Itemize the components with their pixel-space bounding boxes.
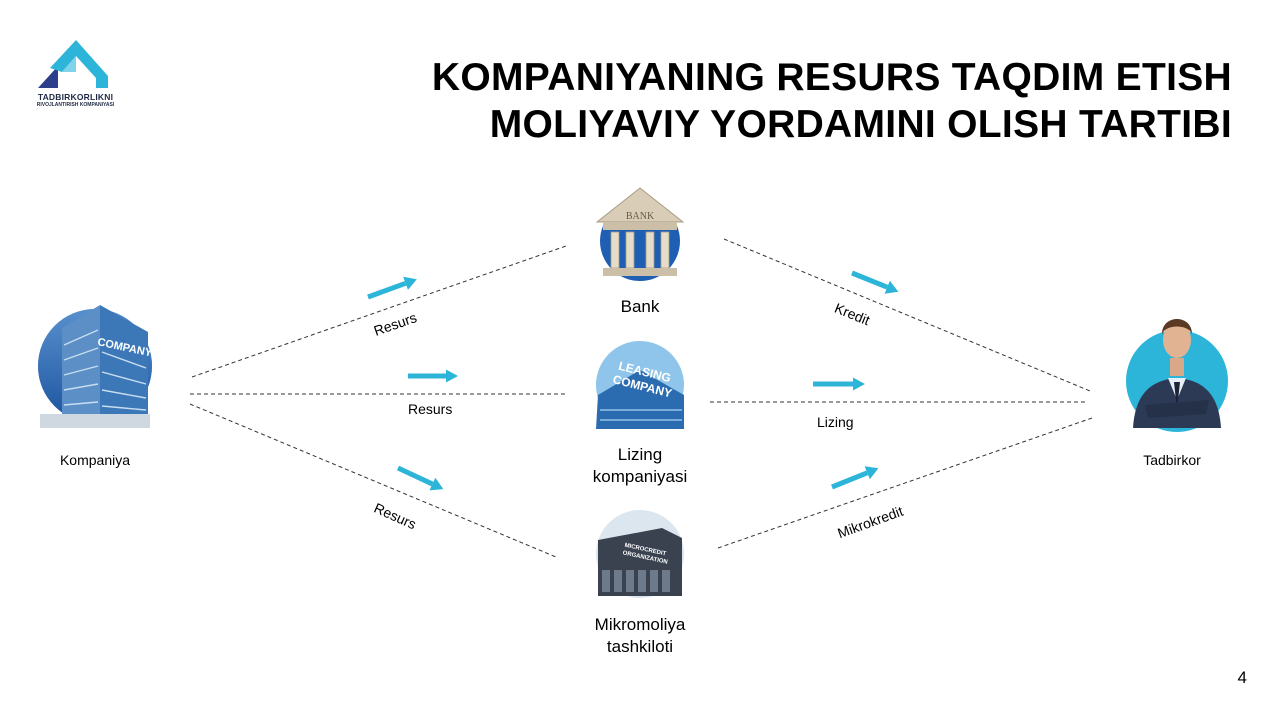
node-label-company: Kompaniya [59, 452, 131, 468]
logo-title: TADBIRKORLIKNI [37, 92, 114, 102]
microcredit-building-icon: MICROCREDIT ORGANIZATION [596, 510, 684, 598]
logo-icon [38, 40, 108, 88]
node-label-micro-line-2: tashkiloti [606, 637, 674, 656]
bank-sign: BANK [626, 211, 655, 222]
company-building-icon: COMPANY [38, 305, 154, 428]
arrow-right-icon [831, 466, 879, 490]
title-line-1: KOMPANIYANING RESURS TAQDIM ETISH [431, 56, 1232, 99]
title-line-2: MOLIYAVIY YORDAMINI OLISH TARTIBI [489, 103, 1232, 146]
page-number: 4 [1237, 668, 1247, 687]
node-label-micro-line-1: Mikromoliya [594, 615, 686, 634]
node-label-entrepreneur: Tadbirkor [1143, 452, 1201, 468]
page-title: KOMPANIYANING RESURS TAQDIM ETISH MOLIYA… [432, 54, 1232, 148]
node-label-leasing-line-2: kompaniyasi [592, 467, 688, 486]
edge-company-bank [191, 245, 567, 378]
arrow-right-icon [851, 270, 899, 294]
node-label-leasing-line-1: Lizing [617, 445, 663, 464]
bank-icon: BANK [595, 187, 685, 281]
node-label-leasing: Lizing kompaniyasi [570, 444, 710, 488]
arrow-right-icon [396, 465, 444, 491]
leasing-building-icon: LEASING COMPANY [596, 341, 684, 429]
arrow-right-icon [813, 377, 865, 391]
arrow-right-icon [408, 369, 458, 383]
edge-label-leasing-entrepreneur: Lizing [817, 414, 854, 430]
arrow-right-icon [367, 276, 417, 300]
arrow-icons [367, 270, 899, 491]
edge-bank-entrepreneur [723, 238, 1091, 392]
edge-micro-entrepreneur [717, 417, 1093, 549]
entrepreneur-avatar-icon [1126, 319, 1228, 432]
node-label-bank: Bank [620, 297, 660, 316]
logo-subtitle: RIVOJLANTIRISH KOMPANIYASI [36, 102, 115, 108]
node-label-micro: Mikromoliya tashkiloti [570, 614, 710, 658]
edge-label-company-leasing: Resurs [408, 401, 453, 417]
edge-company-micro [189, 403, 557, 558]
